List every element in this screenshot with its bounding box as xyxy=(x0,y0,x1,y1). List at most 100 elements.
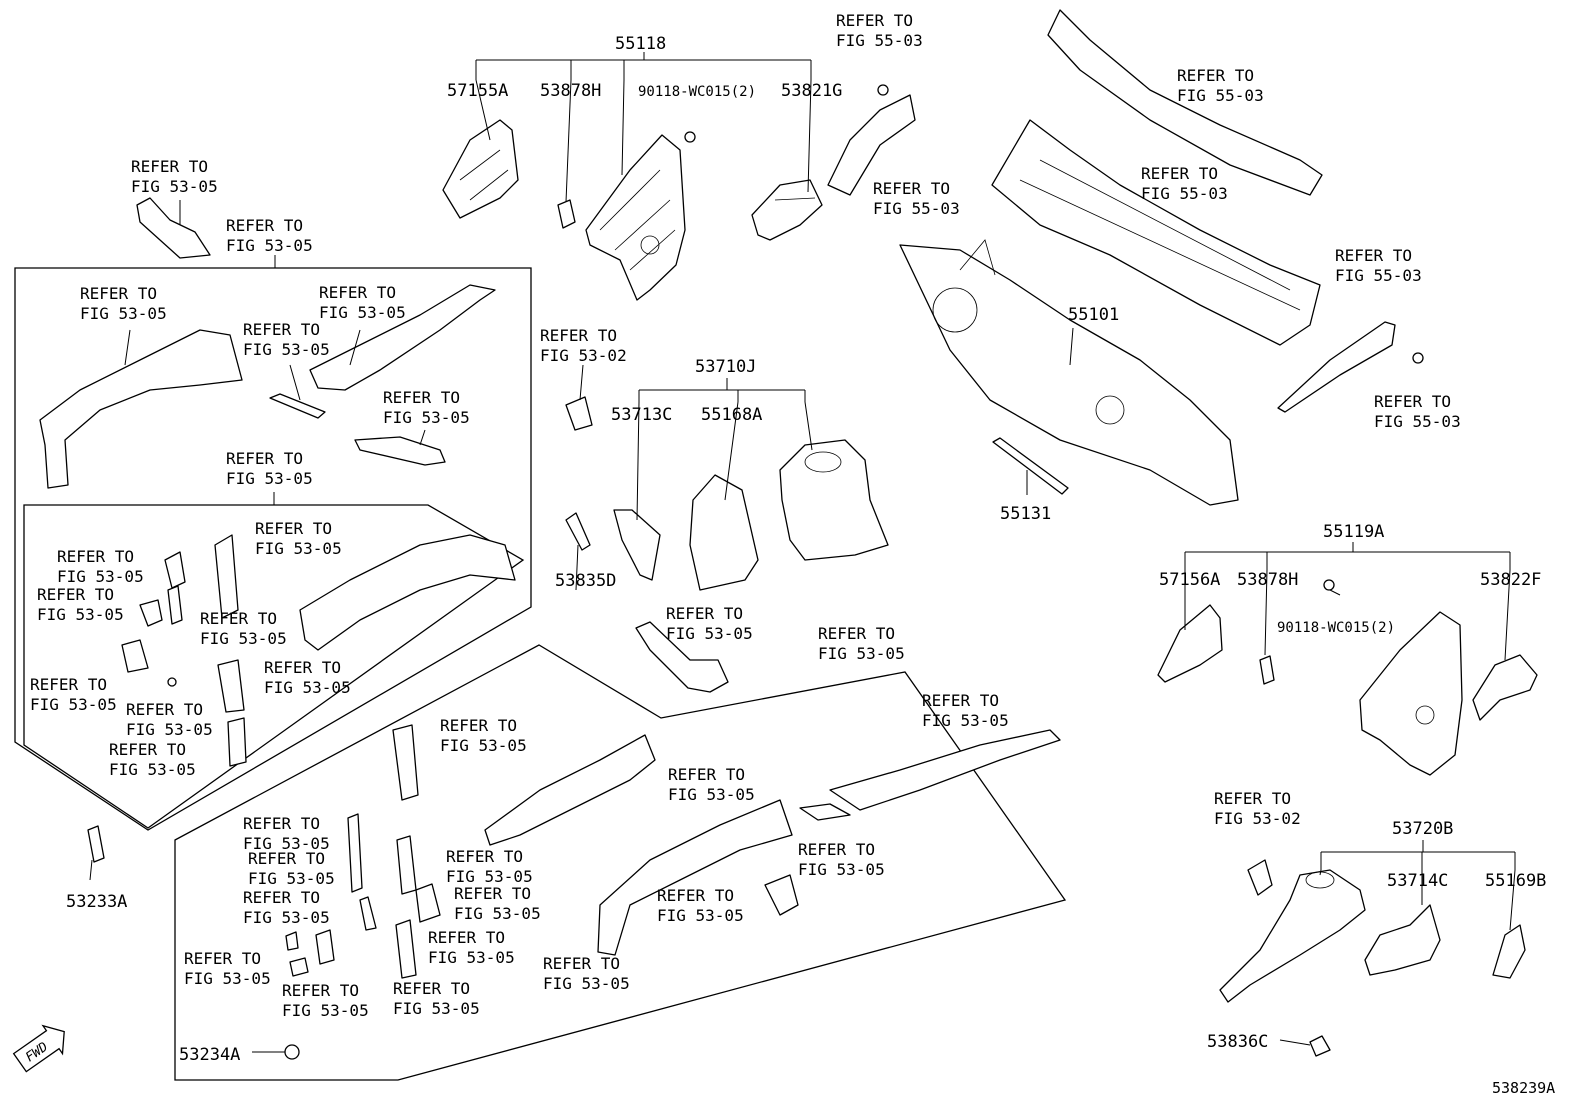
part-shape-lower-upper-member xyxy=(829,729,1061,811)
svg-text:FIG 55-03: FIG 55-03 xyxy=(1177,86,1264,105)
svg-text:FIG 53-05: FIG 53-05 xyxy=(255,539,342,558)
part-shape-inner-bracket-4 xyxy=(167,585,183,625)
svg-text:REFER TO: REFER TO xyxy=(226,216,303,235)
svg-text:FIG 53-05: FIG 53-05 xyxy=(428,948,515,967)
svg-text:REFER TO: REFER TO xyxy=(1177,66,1254,85)
part-shape-ref-top-left xyxy=(136,197,211,259)
part-shape-lower-apron xyxy=(597,799,793,956)
part-shape-57155A xyxy=(442,119,519,219)
part-shape-lower-bracket-2 xyxy=(396,835,417,895)
label-53878H: 53878H xyxy=(540,81,601,101)
svg-text:FIG 55-03: FIG 55-03 xyxy=(873,199,960,218)
svg-text:REFER TO: REFER TO xyxy=(200,609,277,628)
svg-text:FIG 53-05: FIG 53-05 xyxy=(383,408,470,427)
part-shape-front-side-member xyxy=(39,329,243,489)
part-shape-inner-bracket-2 xyxy=(139,599,163,627)
part-shape-lower-rail xyxy=(484,734,656,846)
part-shape-53714C xyxy=(1364,904,1441,976)
part-shape-lower-bracket-8 xyxy=(359,896,377,931)
label-53835D: 53835D xyxy=(555,571,616,591)
svg-text:REFER TO: REFER TO xyxy=(282,981,359,1000)
svg-text:REFER TO: REFER TO xyxy=(540,326,617,345)
svg-text:REFER TO: REFER TO xyxy=(543,954,620,973)
part-shape-inner-bracket-1 xyxy=(164,551,186,589)
svg-text:REFER TO: REFER TO xyxy=(383,388,460,407)
svg-text:FIG 53-05: FIG 53-05 xyxy=(440,736,527,755)
part-shape-inner-bracket-3 xyxy=(214,534,239,619)
bracket-55118 xyxy=(475,52,812,80)
svg-text:FIG 53-05: FIG 53-05 xyxy=(248,869,335,888)
part-shape-upper-member xyxy=(309,284,496,391)
part-shape-bolt-90118 xyxy=(684,131,696,143)
svg-text:REFER TO: REFER TO xyxy=(454,884,531,903)
bracket-53710J xyxy=(638,378,806,402)
svg-text:FIG 53-05: FIG 53-05 xyxy=(818,644,905,663)
svg-text:REFER TO: REFER TO xyxy=(264,658,341,677)
svg-text:REFER TO: REFER TO xyxy=(131,157,208,176)
svg-text:REFER TO: REFER TO xyxy=(184,949,261,968)
svg-text:FIG 53-05: FIG 53-05 xyxy=(226,236,313,255)
part-shape-53233A xyxy=(87,825,105,863)
part-shape-plate-b xyxy=(354,436,446,466)
svg-text:FIG 55-03: FIG 55-03 xyxy=(1335,266,1422,285)
part-shape-55169B xyxy=(1492,924,1526,979)
svg-text:FIG 53-05: FIG 53-05 xyxy=(666,624,753,643)
svg-text:REFER TO: REFER TO xyxy=(80,284,157,303)
bracket-55119A xyxy=(1184,542,1511,570)
svg-text:REFER TO: REFER TO xyxy=(873,179,950,198)
svg-text:REFER TO: REFER TO xyxy=(657,886,734,905)
svg-text:REFER TO: REFER TO xyxy=(57,547,134,566)
part-shape-lower-gusset xyxy=(764,874,799,916)
label-53710J: 53710J xyxy=(695,357,756,377)
label-55131: 55131 xyxy=(1000,504,1051,524)
part-shape-53713C xyxy=(613,509,661,581)
svg-text:REFER TO: REFER TO xyxy=(668,765,745,784)
label-55118: 55118 xyxy=(615,34,666,54)
svg-text:FIG 53-05: FIG 53-05 xyxy=(109,760,196,779)
label-53714C: 53714C xyxy=(1387,871,1448,891)
svg-text:REFER TO: REFER TO xyxy=(319,283,396,302)
part-shape-53836C xyxy=(1309,1035,1331,1057)
svg-text:FIG 53-05: FIG 53-05 xyxy=(57,567,144,586)
label-90118-wc015-a: 90118-WC015(2) xyxy=(638,84,756,100)
svg-text:REFER TO: REFER TO xyxy=(126,700,203,719)
svg-text:REFER TO: REFER TO xyxy=(248,849,325,868)
fwd-arrow-icon: FWD xyxy=(12,1024,65,1073)
svg-text:REFER TO: REFER TO xyxy=(666,604,743,623)
part-shape-55131 xyxy=(992,437,1069,495)
part-shape-53821G xyxy=(751,179,823,241)
part-shape-lower-bracket-3 xyxy=(415,883,441,923)
part-shape-55101-dash xyxy=(899,244,1239,506)
svg-text:REFER TO: REFER TO xyxy=(30,675,107,694)
svg-text:FIG 53-05: FIG 53-05 xyxy=(184,969,271,988)
svg-text:FIG 55-03: FIG 55-03 xyxy=(1141,184,1228,203)
svg-text:REFER TO: REFER TO xyxy=(255,519,332,538)
svg-text:REFER TO: REFER TO xyxy=(446,847,523,866)
part-shape-cowl-panel xyxy=(991,119,1321,346)
label-90118-wc015-b: 90118-WC015(2) xyxy=(1277,620,1395,636)
svg-text:REFER TO: REFER TO xyxy=(818,624,895,643)
svg-text:FIG 53-05: FIG 53-05 xyxy=(131,177,218,196)
label-53878H-b: 53878H xyxy=(1237,570,1298,590)
part-shape-lower-pillar xyxy=(392,724,419,801)
svg-text:REFER TO: REFER TO xyxy=(393,979,470,998)
